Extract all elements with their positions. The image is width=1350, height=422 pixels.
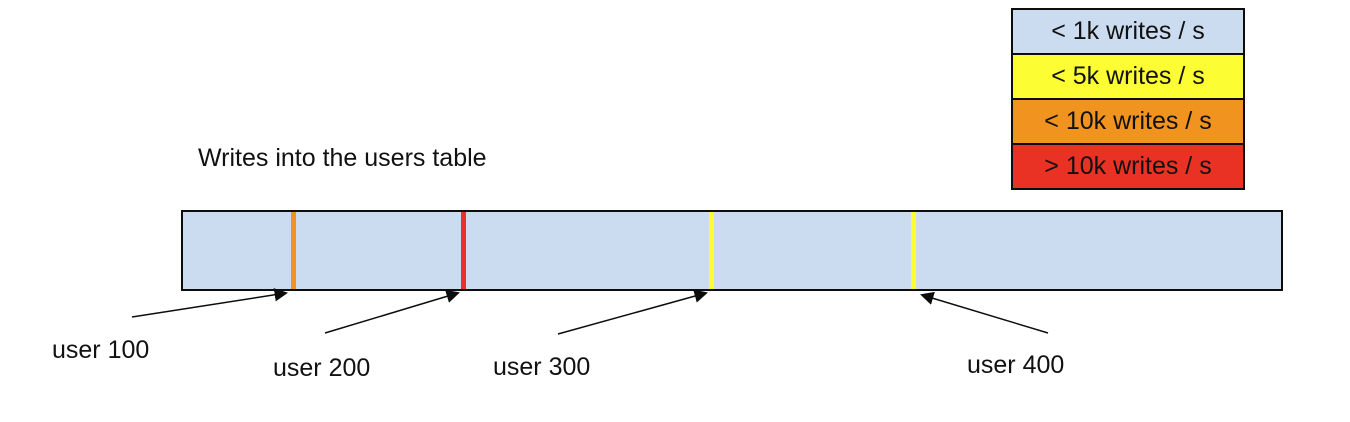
legend-item-lt-5k: < 5k writes / s <box>1011 53 1245 100</box>
arrow-user-300 <box>557 289 708 335</box>
marker-line-user-200 <box>461 212 466 289</box>
users-table-bar <box>181 210 1283 291</box>
arrow-user-100 <box>131 288 289 318</box>
label-user-100: user 100 <box>52 336 150 364</box>
legend-item-lt-1k: < 1k writes / s <box>1011 8 1245 55</box>
marker-line-user-400 <box>911 212 916 289</box>
label-user-200: user 200 <box>273 354 371 382</box>
legend-item-lt-10k: < 10k writes / s <box>1011 98 1245 145</box>
marker-line-user-300 <box>709 212 714 289</box>
marker-line-user-100 <box>291 212 296 289</box>
legend-item-gt-10k: > 10k writes / s <box>1011 143 1245 190</box>
arrow-user-400 <box>920 291 1049 334</box>
label-user-400: user 400 <box>967 351 1065 379</box>
diagram-title: Writes into the users table <box>198 144 487 172</box>
arrow-user-200 <box>324 289 460 334</box>
legend: < 1k writes / s < 5k writes / s < 10k wr… <box>1011 8 1245 190</box>
label-user-300: user 300 <box>493 353 591 381</box>
